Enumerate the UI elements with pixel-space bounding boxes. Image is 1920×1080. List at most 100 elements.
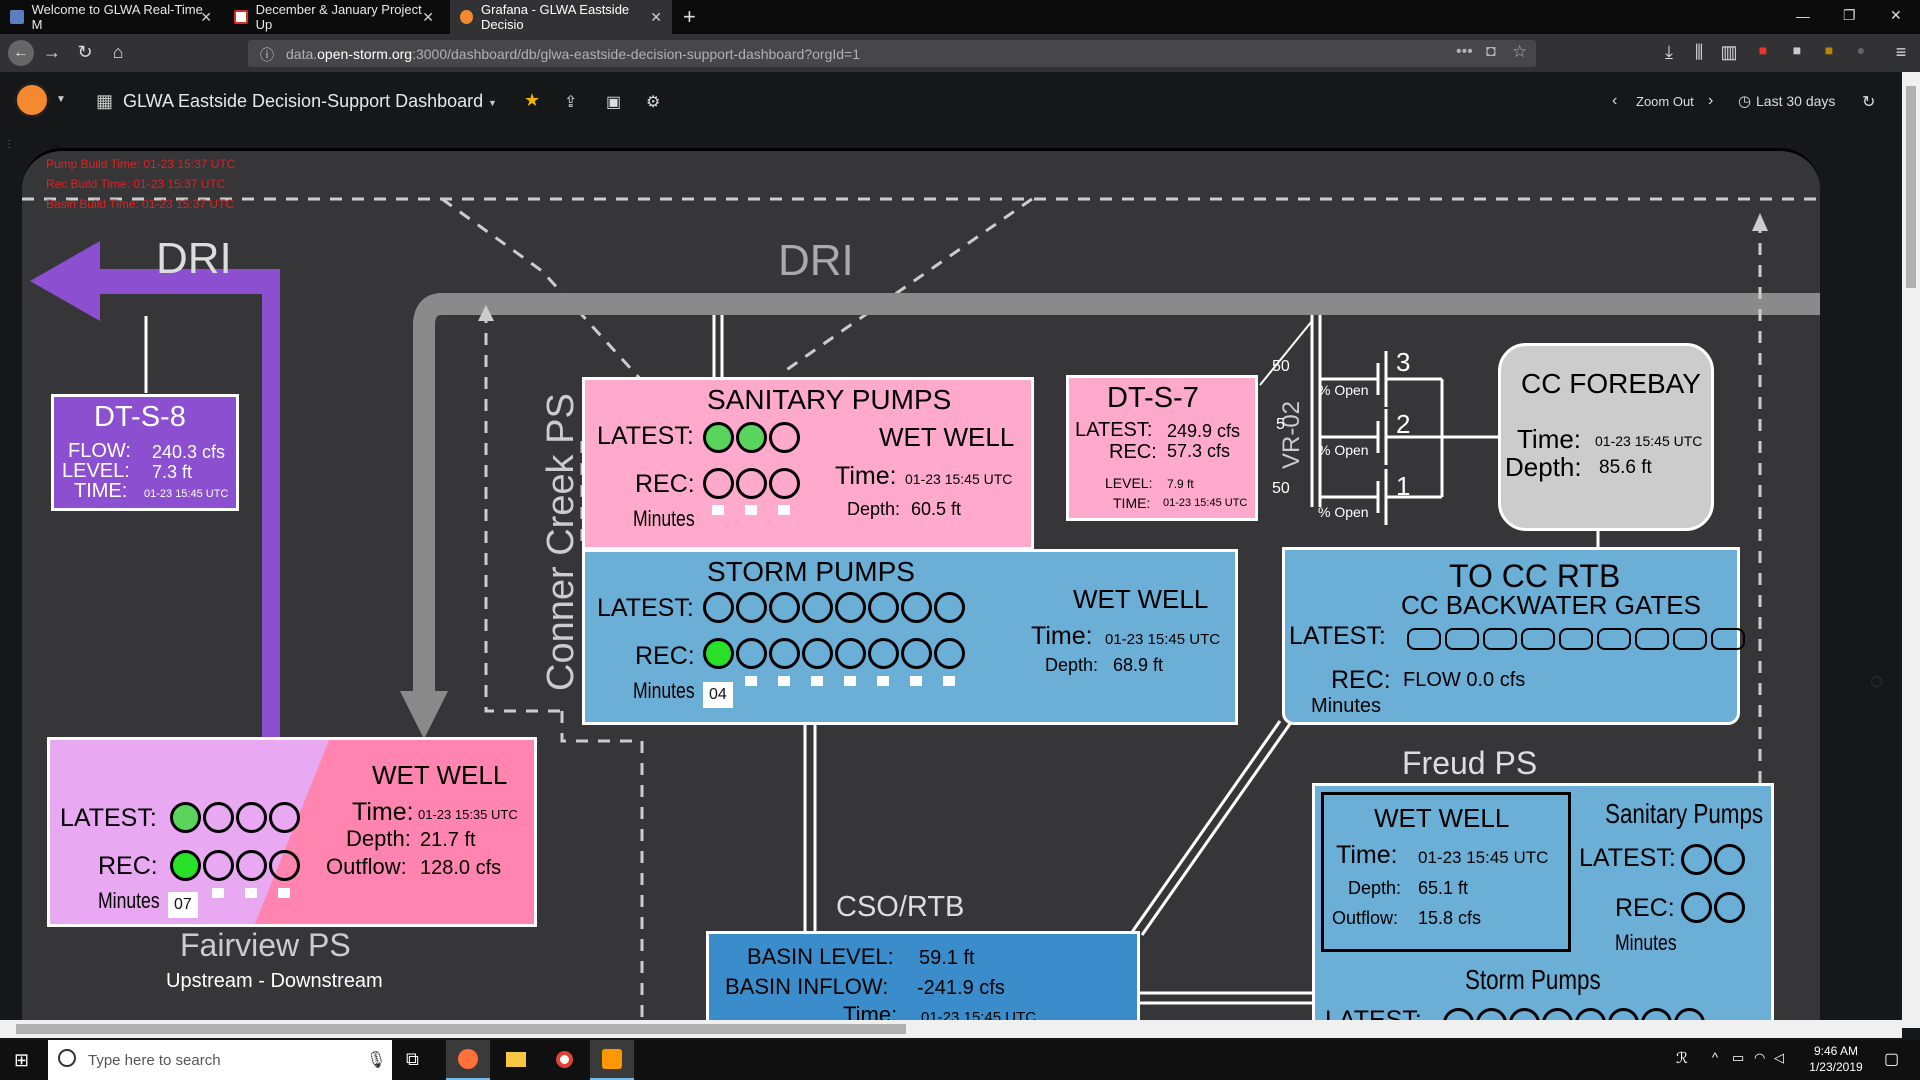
minute-tick-marker bbox=[844, 676, 856, 686]
menu-icon[interactable]: ≡ bbox=[1895, 42, 1907, 62]
clock-time: 9:46 AM bbox=[1813, 1044, 1859, 1058]
pump-status-led bbox=[1476, 1008, 1507, 1028]
reload-icon[interactable]: ↻ bbox=[77, 42, 93, 62]
drag-handle-icon[interactable]: ⋮ bbox=[4, 139, 14, 150]
pump-status-led bbox=[802, 592, 833, 623]
firefox-taskbar-button[interactable] bbox=[446, 1040, 490, 1080]
sanitary-pumps-box: SANITARY PUMPS LATEST: REC: Minutes WET … bbox=[582, 377, 1034, 550]
star-icon[interactable]: ★ bbox=[524, 90, 541, 110]
downloads-icon[interactable]: ⤓ bbox=[1665, 42, 1673, 62]
pump-status-led bbox=[703, 592, 734, 623]
library-icon[interactable]: ⫼ bbox=[1694, 42, 1704, 62]
backwater-gate-indicator bbox=[1521, 628, 1555, 650]
refresh-icon[interactable]: ↻ bbox=[1862, 94, 1876, 111]
time-range-picker[interactable]: Last 30 days bbox=[1756, 93, 1836, 109]
cso-level-label: BASIN LEVEL: bbox=[747, 944, 894, 969]
dashboard-title[interactable]: GLWA Eastside Decision-Support Dashboard bbox=[123, 91, 484, 111]
dri-center-label: DRI bbox=[778, 236, 854, 285]
fairview-depth-value: 21.7 ft bbox=[420, 829, 476, 851]
extension-icon[interactable]: ■ bbox=[1792, 42, 1802, 58]
wifi-icon[interactable]: ◠ bbox=[1754, 1050, 1766, 1065]
tab-gmail[interactable]: December & January Project Up ✕ bbox=[224, 0, 444, 34]
freud-minutes-label: Minutes bbox=[1615, 930, 1677, 955]
sanitary-time-value: 01-23 15:45 UTC bbox=[905, 471, 1013, 487]
sanitary-depth-value: 60.5 ft bbox=[911, 499, 962, 519]
page-actions-icon[interactable]: ••• bbox=[1456, 43, 1473, 60]
pump-status-led bbox=[1681, 844, 1712, 875]
chevron-up-icon[interactable]: ^ bbox=[1712, 1050, 1719, 1065]
save-icon[interactable]: ▣ bbox=[606, 94, 622, 111]
backwater-gate-indicator bbox=[1635, 628, 1669, 650]
new-tab-button[interactable]: + bbox=[683, 4, 696, 29]
zoom-out-button[interactable]: Zoom Out bbox=[1636, 94, 1694, 109]
rtb-flow-value: FLOW 0.0 cfs bbox=[1403, 669, 1526, 691]
chevron-left-icon[interactable]: ‹ bbox=[1612, 92, 1618, 109]
pump-status-led bbox=[203, 850, 234, 881]
pump-status-led bbox=[1443, 1008, 1474, 1028]
extension-icon[interactable]: ■ bbox=[1824, 42, 1834, 58]
dts8-time-value: 01-23 15:45 UTC bbox=[144, 488, 229, 500]
backwater-gate-indicator bbox=[1445, 628, 1479, 650]
restore-button[interactable]: ❐ bbox=[1843, 7, 1856, 23]
sublime-taskbar-button[interactable] bbox=[590, 1040, 634, 1080]
storm-wet-well-label: WET WELL bbox=[1073, 584, 1209, 614]
bookmark-star-icon[interactable]: ☆ bbox=[1512, 42, 1528, 61]
home-icon[interactable]: ⌂ bbox=[112, 42, 124, 62]
horizontal-scrollbar-thumb[interactable] bbox=[16, 1024, 906, 1034]
dts7-time-label: TIME: bbox=[1113, 495, 1151, 511]
back-icon[interactable]: ← bbox=[8, 40, 34, 66]
microphone-icon[interactable]: 🎙 bbox=[366, 1052, 387, 1069]
freud-depth-label: Depth: bbox=[1348, 878, 1402, 898]
chevron-down-icon[interactable]: ▼ bbox=[488, 98, 497, 108]
dashboard-panel: Pump Build Time: 01-23 15:37 UTC Rec Bui… bbox=[22, 148, 1820, 1028]
forward-icon[interactable]: → bbox=[43, 42, 61, 62]
settings-gear-icon[interactable]: ⚙ bbox=[646, 94, 661, 111]
cso-basin-box: BASIN LEVEL: 59.1 ft BASIN INFLOW: -241.… bbox=[706, 931, 1140, 1028]
extension-icon[interactable]: ■ bbox=[1758, 42, 1768, 58]
people-icon[interactable]: ℛ bbox=[1676, 1050, 1688, 1067]
vertical-scrollbar[interactable] bbox=[1902, 72, 1920, 1028]
close-tab-icon[interactable]: ✕ bbox=[422, 8, 434, 25]
chevron-right-icon[interactable]: › bbox=[1708, 92, 1714, 109]
file-explorer-taskbar-button[interactable] bbox=[494, 1040, 538, 1080]
forebay-time-value: 01-23 15:45 UTC bbox=[1595, 433, 1703, 449]
tab-title: Grafana - GLWA Eastside Decisio bbox=[481, 2, 630, 32]
pump-status-led bbox=[703, 468, 734, 499]
sidebar-icon[interactable]: ▥ bbox=[1720, 42, 1738, 62]
rtb-minutes-label: Minutes bbox=[1311, 695, 1382, 717]
taskbar-clock[interactable]: 9:46 AM 1/23/2019 bbox=[1800, 1043, 1872, 1075]
backwater-gate-indicator bbox=[1597, 628, 1631, 650]
windows-start-icon[interactable]: ⊞ bbox=[14, 1050, 30, 1070]
grafana-navbar bbox=[0, 72, 1920, 126]
volume-icon[interactable]: ◁ bbox=[1774, 1050, 1784, 1065]
pocket-icon[interactable]: ◘ bbox=[1486, 43, 1496, 60]
url-bar[interactable]: ⓘ data.open-storm.org:3000/dashboard/db/… bbox=[248, 40, 1536, 67]
chrome-taskbar-button[interactable] bbox=[542, 1040, 586, 1080]
pump-status-led bbox=[1542, 1008, 1573, 1028]
minute-tick-marker bbox=[943, 676, 955, 686]
taskbar-search-box[interactable]: Type here to search 🎙 bbox=[48, 1040, 392, 1080]
notifications-icon[interactable]: ▢ bbox=[1884, 1051, 1900, 1068]
grafana-logo-icon[interactable] bbox=[14, 82, 50, 118]
close-tab-icon[interactable]: ✕ bbox=[650, 8, 662, 25]
info-icon[interactable]: ⓘ bbox=[260, 47, 274, 63]
battery-icon[interactable]: ▭ bbox=[1732, 1050, 1745, 1065]
close-window-button[interactable]: ✕ bbox=[1890, 7, 1902, 23]
vertical-scrollbar-thumb[interactable] bbox=[1906, 86, 1916, 288]
gmail-icon bbox=[234, 10, 248, 24]
fairview-latest-label: LATEST: bbox=[60, 804, 157, 832]
freud-latest-label: LATEST: bbox=[1579, 844, 1676, 872]
share-icon[interactable]: ⇪ bbox=[564, 94, 578, 111]
minimize-button[interactable]: — bbox=[1796, 8, 1810, 24]
fairview-rec-label: REC: bbox=[98, 852, 158, 880]
pump-status-led bbox=[703, 638, 734, 669]
gate-1-percent: 50 bbox=[1272, 480, 1290, 497]
tab-glwa-welcome[interactable]: Welcome to GLWA Real-Time M ✕ bbox=[0, 0, 222, 34]
storm-latest-label: LATEST: bbox=[597, 594, 694, 622]
task-view-icon[interactable]: ⧉ bbox=[406, 1049, 419, 1069]
chevron-down-icon[interactable]: ▼ bbox=[56, 94, 66, 105]
close-tab-icon[interactable]: ✕ bbox=[200, 8, 212, 25]
tab-grafana[interactable]: Grafana - GLWA Eastside Decisio ✕ bbox=[450, 0, 672, 34]
extension-icon[interactable]: ● bbox=[1856, 42, 1866, 58]
rtb-subtitle: CC BACKWATER GATES bbox=[1401, 590, 1701, 620]
